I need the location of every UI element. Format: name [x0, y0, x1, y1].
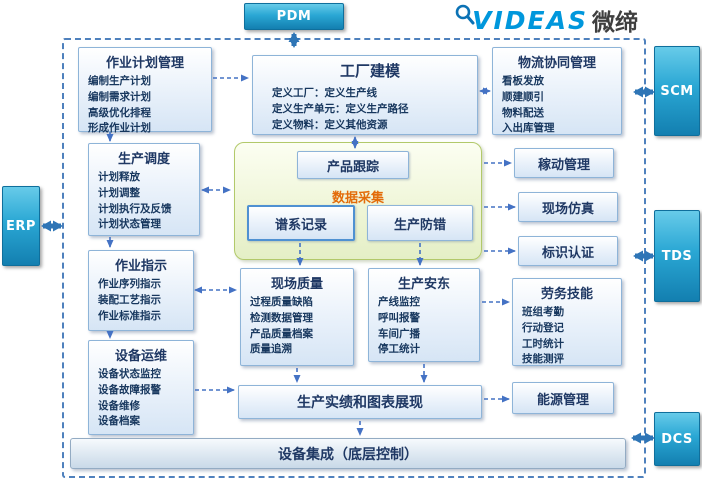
data-collection-group: 产品跟踪 数据采集 谱系记录 生产防错 — [234, 142, 482, 260]
module-title: 产品跟踪 — [326, 159, 379, 175]
module-item: 定义工厂：定义生产线 — [272, 87, 377, 99]
module-title: 生产调度 — [117, 152, 170, 167]
module-factory-modeling: 工厂建模 定义工厂：定义生产线 定义生产单元：定义生产路径 定义物料：定义其他资… — [252, 55, 478, 135]
module-onsite-quality: 现场质量 过程质量缺陷 检测数据管理 产品质量档案 质量追溯 — [240, 268, 354, 366]
external-system-dcs: DCS — [654, 412, 700, 466]
module-performance-display: 生产实绩和图表展现 — [238, 385, 482, 419]
module-logistics: 物流协同管理 看板发放 顺建顺引 物料配送 入出库管理 — [492, 47, 622, 135]
module-energy: 能源管理 — [512, 382, 614, 414]
module-item: 定义物料：定义其他资源 — [272, 118, 388, 131]
module-item: 技能测评 — [522, 353, 564, 366]
module-utilization: 稼动管理 — [514, 148, 614, 178]
module-title: 劳务技能 — [540, 287, 593, 302]
module-title: 作业计划管理 — [105, 56, 184, 71]
module-item: 高级优化排程 — [88, 106, 151, 119]
module-item: 装配工艺指示 — [98, 293, 161, 306]
magnifier-icon — [454, 4, 476, 30]
module-item: 过程质量缺陷 — [250, 296, 313, 308]
module-item: 设备档案 — [98, 415, 140, 428]
external-label: PDM — [276, 9, 312, 24]
module-item: 计划调整 — [98, 186, 140, 199]
logo-brand-cn: 微缔 — [592, 10, 638, 36]
module-title: 设备运维 — [114, 349, 167, 364]
module-identification: 标识认证 — [518, 236, 618, 266]
module-title: 谱系记录 — [274, 217, 327, 233]
external-system-pdm: PDM — [244, 3, 344, 30]
module-item: 计划执行及反馈 — [98, 202, 172, 215]
module-item: 停工统计 — [378, 343, 420, 356]
module-item: 计划状态管理 — [98, 218, 161, 231]
module-item: 设备状态监控 — [98, 368, 161, 380]
module-scheduling: 生产调度 计划释放 计划调整 计划执行及反馈 计划状态管理 — [88, 143, 200, 236]
module-item: 班组考勤 — [522, 306, 564, 318]
module-title: 设备集成（底层控制） — [278, 446, 418, 463]
module-title: 生产实绩和图表展现 — [297, 395, 423, 411]
module-item: 车间广播 — [378, 327, 420, 340]
module-item: 产品质量档案 — [250, 327, 313, 340]
external-system-scm: SCM — [654, 46, 700, 136]
module-title: 工厂建模 — [339, 62, 400, 80]
module-instruction: 作业指示 作业序列指示 装配工艺指示 作业标准指示 — [88, 250, 194, 331]
module-job-planning: 作业计划管理 编制生产计划 编制需求计划 高级优化排程 形成作业计划 — [78, 47, 212, 134]
module-labor-skills: 劳务技能 班组考勤 行动登记 工时统计 技能测评 — [512, 278, 622, 366]
module-item: 编制生产计划 — [88, 75, 151, 87]
module-item: 定义生产单元：定义生产路径 — [272, 102, 409, 115]
external-system-erp: ERP — [2, 186, 40, 266]
module-item: 入出库管理 — [502, 122, 555, 135]
module-title: 稼动管理 — [537, 157, 590, 173]
module-item: 质量追溯 — [250, 343, 292, 356]
external-system-tds: TDS — [654, 210, 700, 302]
external-label: TDS — [661, 248, 693, 264]
module-equipment-integration: 设备集成（底层控制） — [70, 438, 626, 469]
module-item: 作业标准指示 — [98, 309, 161, 322]
external-label: SCM — [660, 83, 694, 99]
data-collection-label: 数据采集 — [331, 191, 384, 206]
module-equipment-om: 设备运维 设备状态监控 设备故障报警 设备维修 设备档案 — [88, 340, 194, 435]
module-item: 呼叫报警 — [378, 311, 420, 324]
module-item: 产线监控 — [378, 296, 420, 308]
logo-brand: VIDEAS — [472, 5, 588, 35]
module-item: 顺建顺引 — [502, 90, 544, 103]
module-item: 工时统计 — [522, 337, 564, 350]
module-item: 形成作业计划 — [88, 122, 151, 135]
module-item: 计划释放 — [98, 171, 140, 183]
module-title: 标识认证 — [541, 245, 594, 261]
logo: VIDEAS 微缔 — [454, 3, 638, 37]
module-title: 生产安东 — [397, 277, 450, 292]
module-item: 设备维修 — [98, 399, 140, 412]
module-title: 作业指示 — [114, 259, 167, 274]
module-title: 物流协同管理 — [517, 56, 596, 71]
external-label: ERP — [6, 218, 36, 234]
module-error-proofing: 生产防错 — [367, 205, 473, 241]
module-item: 检测数据管理 — [250, 311, 313, 324]
module-item: 编制需求计划 — [88, 90, 151, 103]
external-label: DCS — [661, 431, 693, 447]
module-item: 作业序列指示 — [98, 278, 161, 290]
module-item: 设备故障报警 — [98, 383, 161, 396]
module-simulation: 现场仿真 — [518, 192, 618, 222]
module-genealogy: 谱系记录 — [247, 205, 355, 241]
module-title: 能源管理 — [536, 392, 589, 408]
module-title: 现场仿真 — [541, 201, 594, 217]
module-title: 生产防错 — [393, 217, 446, 233]
module-title: 现场质量 — [270, 277, 323, 292]
module-andon: 生产安东 产线监控 呼叫报警 车间广播 停工统计 — [368, 268, 480, 362]
module-item: 行动登记 — [522, 321, 564, 334]
module-item: 物料配送 — [502, 106, 544, 119]
module-item: 看板发放 — [502, 75, 544, 87]
module-product-tracking: 产品跟踪 — [297, 151, 409, 179]
